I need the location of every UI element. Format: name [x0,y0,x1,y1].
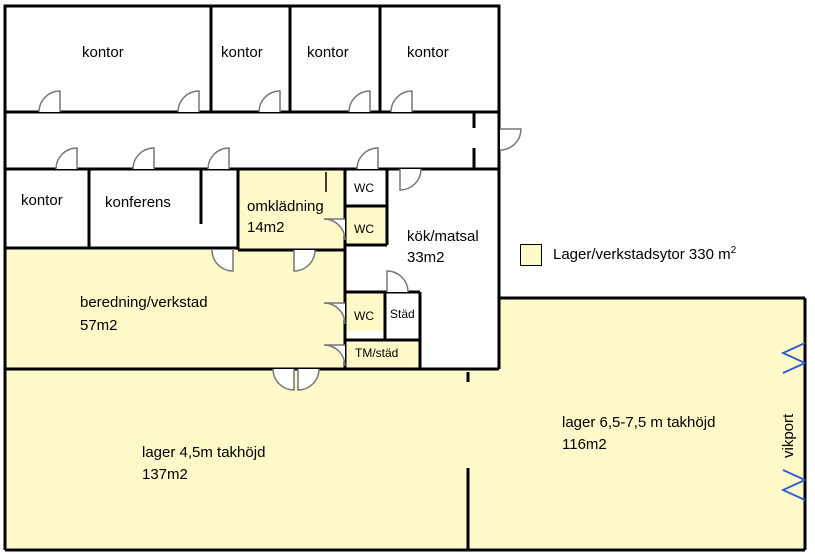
door [386,270,409,293]
room-lager-1: lager 4,5m takhöjd [142,444,266,461]
omkladning-fill [238,169,345,250]
vikport-symbols [780,342,806,501]
door [293,249,316,272]
door-swings [38,90,522,391]
yellow-areas [6,169,805,548]
tm-stad-fill [345,340,420,369]
room-omkladning-area: 14m2 [247,219,285,236]
door [132,147,155,170]
room-stad: Städ [390,307,415,321]
door [348,90,371,113]
room-kontor-4: kontor [407,44,449,61]
door [211,249,234,272]
door [55,147,78,170]
door [499,128,522,151]
vikport-bottom [780,469,806,501]
wc-lower-fill [345,292,385,331]
door [177,90,200,113]
room-lager-2: lager 6,5-7,5 m takhöjd [562,414,716,431]
room-kok: kök/matsal [407,228,479,245]
door [356,147,379,170]
room-kontor-1: kontor [82,44,124,61]
room-lager-1-area: 137m2 [142,466,188,483]
door [207,147,230,170]
room-wc-2: WC [354,222,374,236]
door [390,90,413,113]
room-beredning: beredning/verkstad [80,294,208,311]
door [323,302,346,325]
legend-superscript: 2 [730,245,737,256]
walls [3,4,807,552]
room-tm-stad: TM/städ [355,346,399,360]
room-kontor-2: kontor [221,44,263,61]
door [38,90,61,113]
door [399,168,422,191]
lager-fill [6,298,805,548]
room-kok-area: 33m2 [407,249,445,266]
door [323,344,346,367]
room-beredning-area: 57m2 [80,317,118,334]
room-konferens: konferens [105,194,171,211]
legend-text: Lager/verkstadsytor 330 m2 [553,245,736,263]
vikport-top [780,342,806,374]
room-omkladning: omklädning [247,198,324,215]
legend-label: Lager/verkstadsytor 330 m [553,246,731,263]
door [297,368,320,391]
room-lager-2-area: 116m2 [562,436,607,453]
beredning-fill [6,250,345,369]
vikport-label: vikport [780,413,797,458]
room-kontor-5: kontor [21,192,63,209]
legend-swatch [520,244,542,266]
door [272,368,295,391]
wc-upper-fill [345,206,387,245]
door [258,90,281,113]
room-kontor-3: kontor [307,44,349,61]
door [323,218,346,241]
room-wc-1: WC [354,181,374,195]
room-wc-3: WC [354,309,374,323]
outer-top-block [3,4,501,171]
